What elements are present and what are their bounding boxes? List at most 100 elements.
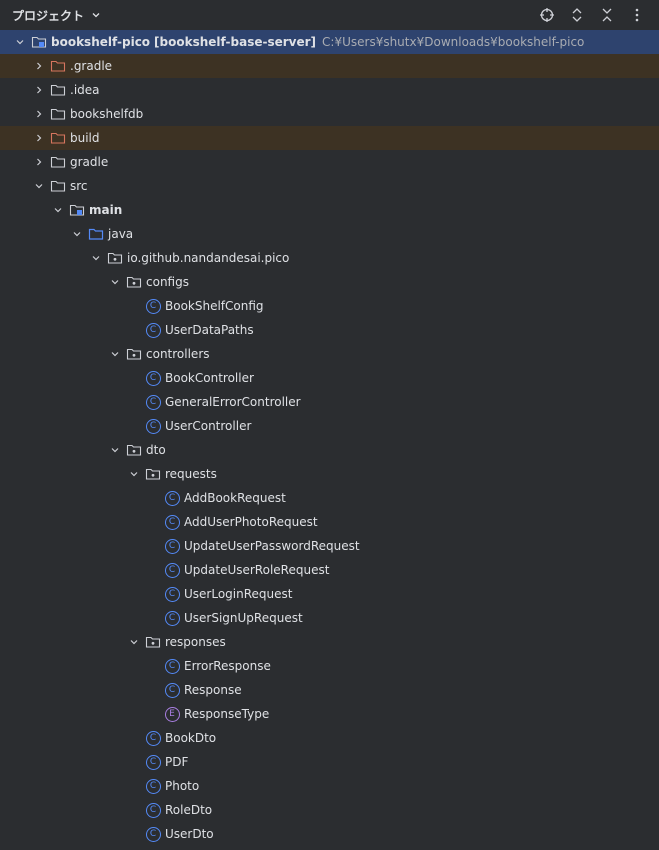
chevron-right-icon[interactable] [31, 130, 47, 146]
tree-item-label: PDF [165, 755, 189, 769]
tree-item-label: src [70, 179, 88, 193]
tree-item-label: UserDataPaths [165, 323, 254, 337]
tree-row[interactable]: build [0, 126, 659, 150]
chevron-down-icon[interactable] [12, 34, 28, 50]
chevron-right-icon[interactable] [31, 82, 47, 98]
tree-row[interactable]: C UserDto [0, 822, 659, 846]
package-icon [107, 250, 123, 266]
chevron-down-icon[interactable] [107, 274, 123, 290]
tree-item-label: io.github.nandandesai.pico [127, 251, 290, 265]
tree-item-label: RoleDto [165, 803, 213, 817]
tree-row[interactable]: configs [0, 270, 659, 294]
collapse-icon[interactable] [599, 7, 615, 23]
chevron-down-icon[interactable] [107, 442, 123, 458]
class-icon: C [164, 514, 180, 530]
tree-row[interactable]: C ErrorResponse [0, 654, 659, 678]
tree-row[interactable]: C Photo [0, 774, 659, 798]
tree-row[interactable]: main [0, 198, 659, 222]
class-icon: C [145, 418, 161, 434]
module-name: [bookshelf-base-server] [154, 35, 317, 49]
panel-title-dropdown[interactable]: プロジェクト [12, 7, 104, 24]
package-icon [145, 634, 161, 650]
module-folder-icon [69, 202, 85, 218]
tree-item-label: responses [165, 635, 226, 649]
tree-item-label: Response [184, 683, 242, 697]
tree-row[interactable]: E ResponseType [0, 702, 659, 726]
tree-row[interactable]: controllers [0, 342, 659, 366]
class-icon: C [164, 562, 180, 578]
project-tree: bookshelf-pico[bookshelf-base-server]C:¥… [0, 30, 659, 846]
class-icon: C [164, 586, 180, 602]
tree-item-label: AddBookRequest [184, 491, 286, 505]
chevron-down-icon[interactable] [126, 466, 142, 482]
tree-row[interactable]: C UpdateUserRoleRequest [0, 558, 659, 582]
chevron-right-icon[interactable] [31, 106, 47, 122]
folder-excluded-icon [50, 58, 66, 74]
tree-row[interactable]: src [0, 174, 659, 198]
tree-item-label: bookshelfdb [70, 107, 144, 121]
tree-item-label: build [70, 131, 100, 145]
chevron-down-icon[interactable] [107, 346, 123, 362]
class-icon: C [145, 730, 161, 746]
chevron-right-icon[interactable] [31, 58, 47, 74]
tree-row[interactable]: io.github.nandandesai.pico [0, 246, 659, 270]
chevron-right-icon[interactable] [31, 154, 47, 170]
crosshair-icon[interactable] [539, 7, 555, 23]
chevron-down-icon [88, 7, 104, 23]
tree-item-label: ResponseType [184, 707, 270, 721]
tree-item-label: UpdateUserRoleRequest [184, 563, 330, 577]
panel-title: プロジェクト [12, 8, 85, 23]
tree-row[interactable]: gradle [0, 150, 659, 174]
tree-item-label: AddUserPhotoRequest [184, 515, 318, 529]
tree-row[interactable]: dto [0, 438, 659, 462]
tree-item-label: gradle [70, 155, 109, 169]
tree-row[interactable]: responses [0, 630, 659, 654]
tree-row[interactable]: C AddUserPhotoRequest [0, 510, 659, 534]
tree-row[interactable]: .gradle [0, 54, 659, 78]
tree-item-label: ErrorResponse [184, 659, 271, 673]
tree-item-label: BookShelfConfig [165, 299, 264, 313]
tree-item-label: UserController [165, 419, 252, 433]
tree-item-label: controllers [146, 347, 210, 361]
source-folder-icon [88, 226, 104, 242]
class-icon: C [145, 778, 161, 794]
tree-item-label: bookshelf-pico [51, 35, 151, 49]
tree-item-label: java [108, 227, 134, 241]
tree-item-label: Photo [165, 779, 200, 793]
tree-row[interactable]: bookshelfdb [0, 102, 659, 126]
class-icon: C [164, 610, 180, 626]
tree-row[interactable]: requests [0, 462, 659, 486]
class-icon: C [145, 394, 161, 410]
tree-row[interactable]: bookshelf-pico[bookshelf-base-server]C:¥… [0, 30, 659, 54]
class-icon: C [145, 370, 161, 386]
tree-item-label: UpdateUserPasswordRequest [184, 539, 360, 553]
more-icon[interactable] [629, 7, 645, 23]
tree-row[interactable]: .idea [0, 78, 659, 102]
tree-row[interactable]: C UserController [0, 414, 659, 438]
chevron-down-icon[interactable] [50, 202, 66, 218]
tree-item-label: .idea [70, 83, 100, 97]
chevron-down-icon[interactable] [31, 178, 47, 194]
tree-row[interactable]: java [0, 222, 659, 246]
folder-excluded-icon [50, 130, 66, 146]
expand-icon[interactable] [569, 7, 585, 23]
tree-item-label: UserDto [165, 827, 214, 841]
chevron-down-icon[interactable] [69, 226, 85, 242]
chevron-down-icon[interactable] [126, 634, 142, 650]
chevron-down-icon[interactable] [88, 250, 104, 266]
enum-icon: E [164, 706, 180, 722]
class-icon: C [145, 826, 161, 842]
class-icon: C [164, 658, 180, 674]
